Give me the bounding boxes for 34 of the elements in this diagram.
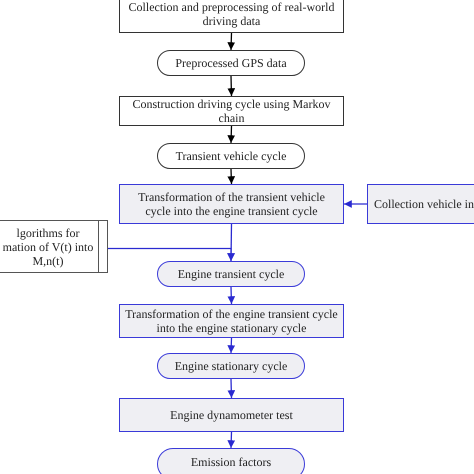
terminal-pill xyxy=(157,448,305,474)
terminal-pill xyxy=(157,143,305,169)
arrow xyxy=(227,126,236,144)
node-text: Transient vehicle cycle xyxy=(176,149,286,163)
node-text: Construction driving cycle using Markov chain xyxy=(132,97,332,125)
process-box xyxy=(119,304,344,338)
arrow xyxy=(344,200,367,208)
process-box xyxy=(119,96,344,126)
arrow xyxy=(227,32,236,50)
process-box xyxy=(119,398,344,432)
terminal-pill xyxy=(157,261,305,287)
node-text: Emission factors xyxy=(190,455,272,469)
terminal-pill xyxy=(157,353,305,379)
node-text: Preprocessed GPS data xyxy=(175,56,287,70)
arrow xyxy=(227,76,236,96)
node-text: lgorithms for mation of V(t) into M,n(t) xyxy=(2,226,94,268)
process-box xyxy=(119,184,344,224)
arrow xyxy=(227,286,236,304)
arrow xyxy=(227,378,236,398)
arrow xyxy=(108,248,235,261)
node-text: Collection and preprocessing of real-world driving data xyxy=(128,0,336,28)
arrow xyxy=(227,338,236,354)
node-text: Transformation of the transient vehicle cycle into the engine transient cycle xyxy=(137,190,326,218)
node-text: Collection vehicle in xyxy=(374,197,474,211)
node-text: Engine dynamometer test xyxy=(170,408,293,422)
terminal-pill xyxy=(157,50,305,76)
arrow xyxy=(227,432,236,448)
node-text: Transformation of the engine transient cycle into the engine stationary cycle xyxy=(124,307,339,335)
algorithm-box xyxy=(0,220,108,273)
process-box xyxy=(119,0,344,33)
node-text: Engine transient cycle xyxy=(178,267,284,281)
node-text: Engine stationary cycle xyxy=(174,359,288,373)
input-box xyxy=(367,184,474,224)
arrow xyxy=(227,168,236,184)
